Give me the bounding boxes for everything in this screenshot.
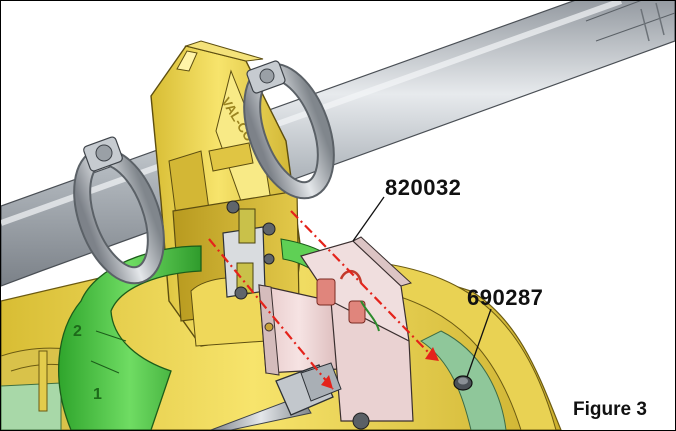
arrowhead-left: [321, 375, 333, 389]
leader-line-fastener: [466, 308, 492, 378]
alignment-arrow-left: [208, 238, 334, 390]
pipe-fitting: [210, 362, 370, 430]
alignment-arrows: [208, 210, 430, 390]
callout-bracket-part-number: 820032: [385, 175, 462, 200]
ring-marking-2: 2: [73, 323, 82, 340]
alignment-arrow-right: [290, 210, 430, 354]
switch-assembly: [222, 200, 276, 300]
right-hose-clamp: [243, 60, 335, 200]
ring-marking-1: 1: [93, 386, 102, 403]
fastener-part: [453, 375, 473, 391]
left-hose-clamp: [73, 136, 165, 285]
callout-fastener-part-number: 690287: [467, 285, 544, 310]
figure-caption: Figure 3: [573, 399, 647, 420]
bracket-part: [258, 236, 414, 422]
arrowhead-right: [425, 347, 439, 361]
leader-line-bracket: [352, 196, 385, 242]
